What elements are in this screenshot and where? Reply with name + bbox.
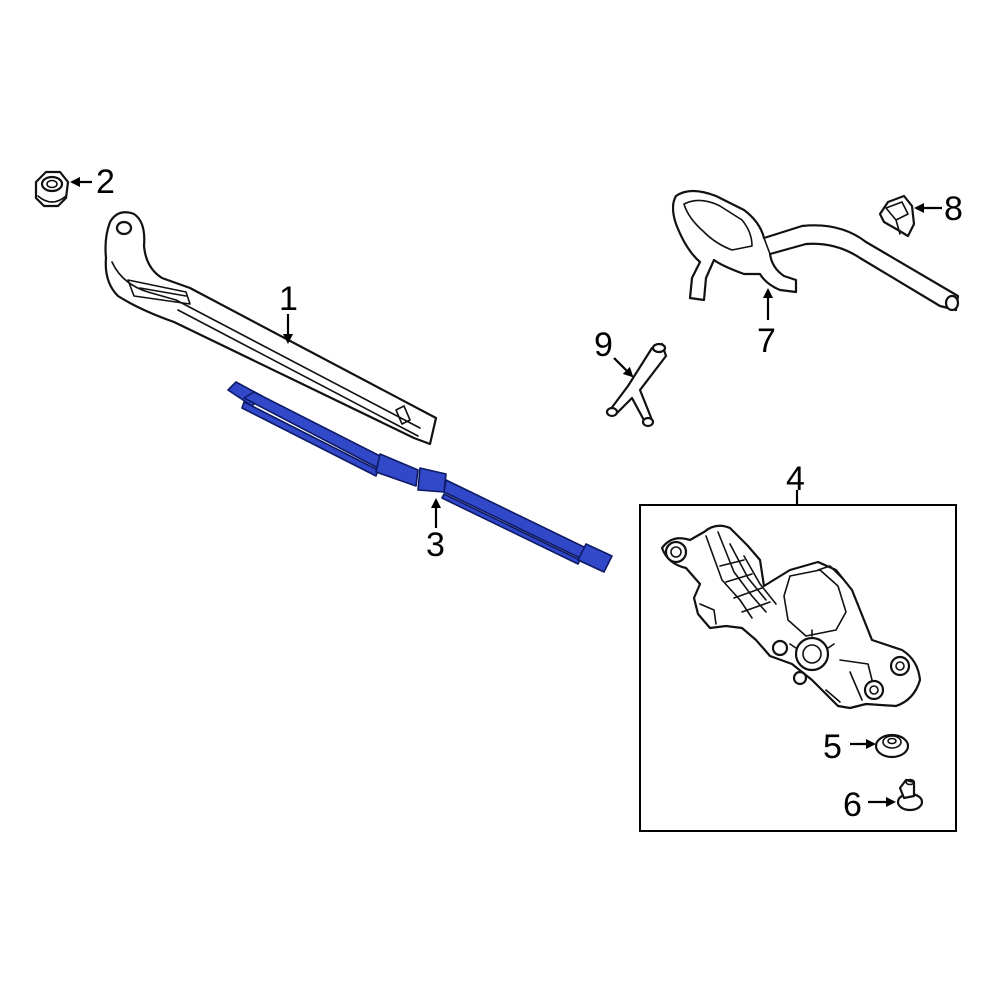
y-connector-part-9[interactable] [605,342,668,428]
motor-assembly-box [639,504,957,832]
wiper-motor-part-4[interactable] [660,524,922,710]
callout-label-8[interactable]: 8 [944,190,963,228]
grommet-part-5[interactable] [874,733,910,759]
callout-label-6[interactable]: 6 [843,786,862,824]
wiper-arm-part-1[interactable] [104,211,438,446]
callout-leader-9 [613,357,634,378]
callout-label-4[interactable]: 4 [786,460,805,498]
callout-label-3[interactable]: 3 [426,526,445,564]
callout-label-5[interactable]: 5 [823,728,842,766]
callout-label-9[interactable]: 9 [594,326,613,364]
clip-part-8[interactable] [878,194,916,238]
callout-label-2[interactable]: 2 [96,163,115,201]
nut-part-2[interactable] [34,170,70,208]
callout-label-1[interactable]: 1 [279,280,298,318]
callout-label-7[interactable]: 7 [757,322,776,360]
stud-part-6[interactable] [896,778,924,812]
washer-hose-part-7[interactable] [671,189,960,312]
wiper-blade-part-3[interactable] [227,381,613,573]
